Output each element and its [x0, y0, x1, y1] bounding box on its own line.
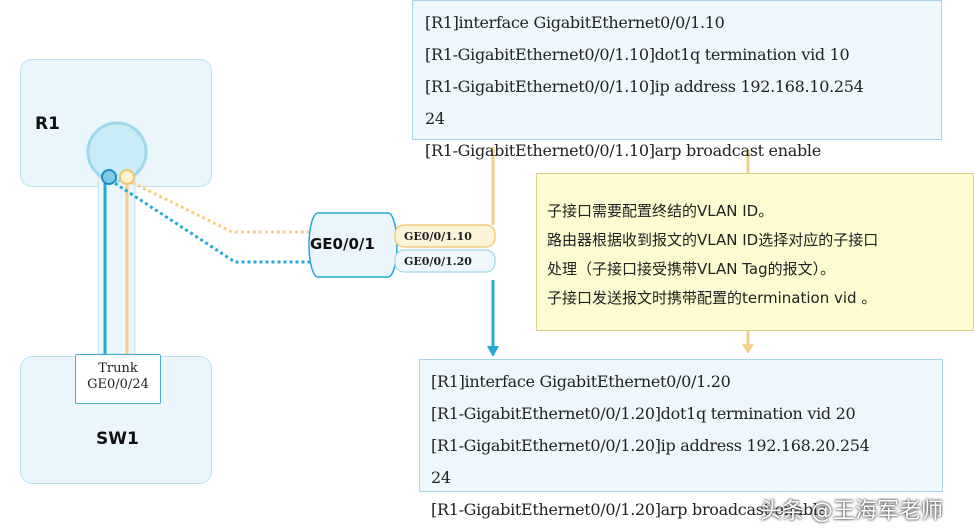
- config-bottom-line: [R1-GigabitEthernet0/0/1.20]dot1q termin…: [431, 404, 856, 423]
- router-icon: [86, 121, 148, 183]
- author-watermark: 头条 @王海军老师: [760, 499, 943, 524]
- subif10-tube: [394, 224, 496, 248]
- config-bottom-line: 24: [431, 468, 451, 487]
- port-tube: [308, 212, 398, 278]
- subif20-tube: [394, 249, 496, 273]
- config-top-line: 24: [425, 109, 445, 128]
- physical-port-label: GE0/0/1: [310, 235, 375, 253]
- config-top-line: [R1-GigabitEthernet0/0/1.10]arp broadcas…: [425, 141, 821, 160]
- config-top-line: [R1]interface GigabitEthernet0/0/1.10: [425, 13, 725, 32]
- vlan20-port-dot: [101, 169, 117, 185]
- switch-label: SW1: [96, 429, 139, 449]
- config-bottom-line: [R1-GigabitEthernet0/0/1.20]arp broadcas…: [431, 500, 827, 519]
- note-line: 子接口需要配置终结的VLAN ID。: [547, 202, 774, 220]
- note-line: 路由器根据收到报文的VLAN ID选择对应的子接口: [547, 231, 879, 249]
- vlan10-dotted-link: [126, 178, 310, 234]
- vlan20-arrow-head: [487, 346, 499, 357]
- config-top-line: [R1-GigabitEthernet0/0/1.10]dot1q termin…: [425, 45, 850, 64]
- explanation-note: [536, 173, 974, 331]
- vlan20-dotted-link: [109, 178, 310, 264]
- trunk-mode-text: Trunk: [98, 361, 138, 376]
- note-line: 处理（子接口接受携带VLAN Tag的报文）。: [547, 260, 836, 278]
- config-bottom-line: [R1]interface GigabitEthernet0/0/1.20: [431, 372, 731, 391]
- subinterface-10-label: GE0/0/1.10: [404, 230, 472, 243]
- note-line: 子接口发送报文时携带配置的termination vid 。: [547, 289, 877, 307]
- subinterface-20-label: GE0/0/1.20: [404, 255, 472, 268]
- config-bottom-line: [R1-GigabitEthernet0/0/1.20]ip address 1…: [431, 436, 870, 455]
- config-top-line: [R1-GigabitEthernet0/0/1.10]ip address 1…: [425, 77, 864, 96]
- note-arrow-head: [742, 344, 754, 354]
- trunk-port-text: GE0/0/24: [87, 377, 149, 392]
- config-block-vlan20: [419, 359, 943, 492]
- vlan10-port-dot: [119, 169, 135, 185]
- router-label: R1: [35, 114, 60, 134]
- trunk-port-label: Trunk GE0/0/24: [75, 354, 161, 404]
- config-block-vlan10: [412, 0, 942, 140]
